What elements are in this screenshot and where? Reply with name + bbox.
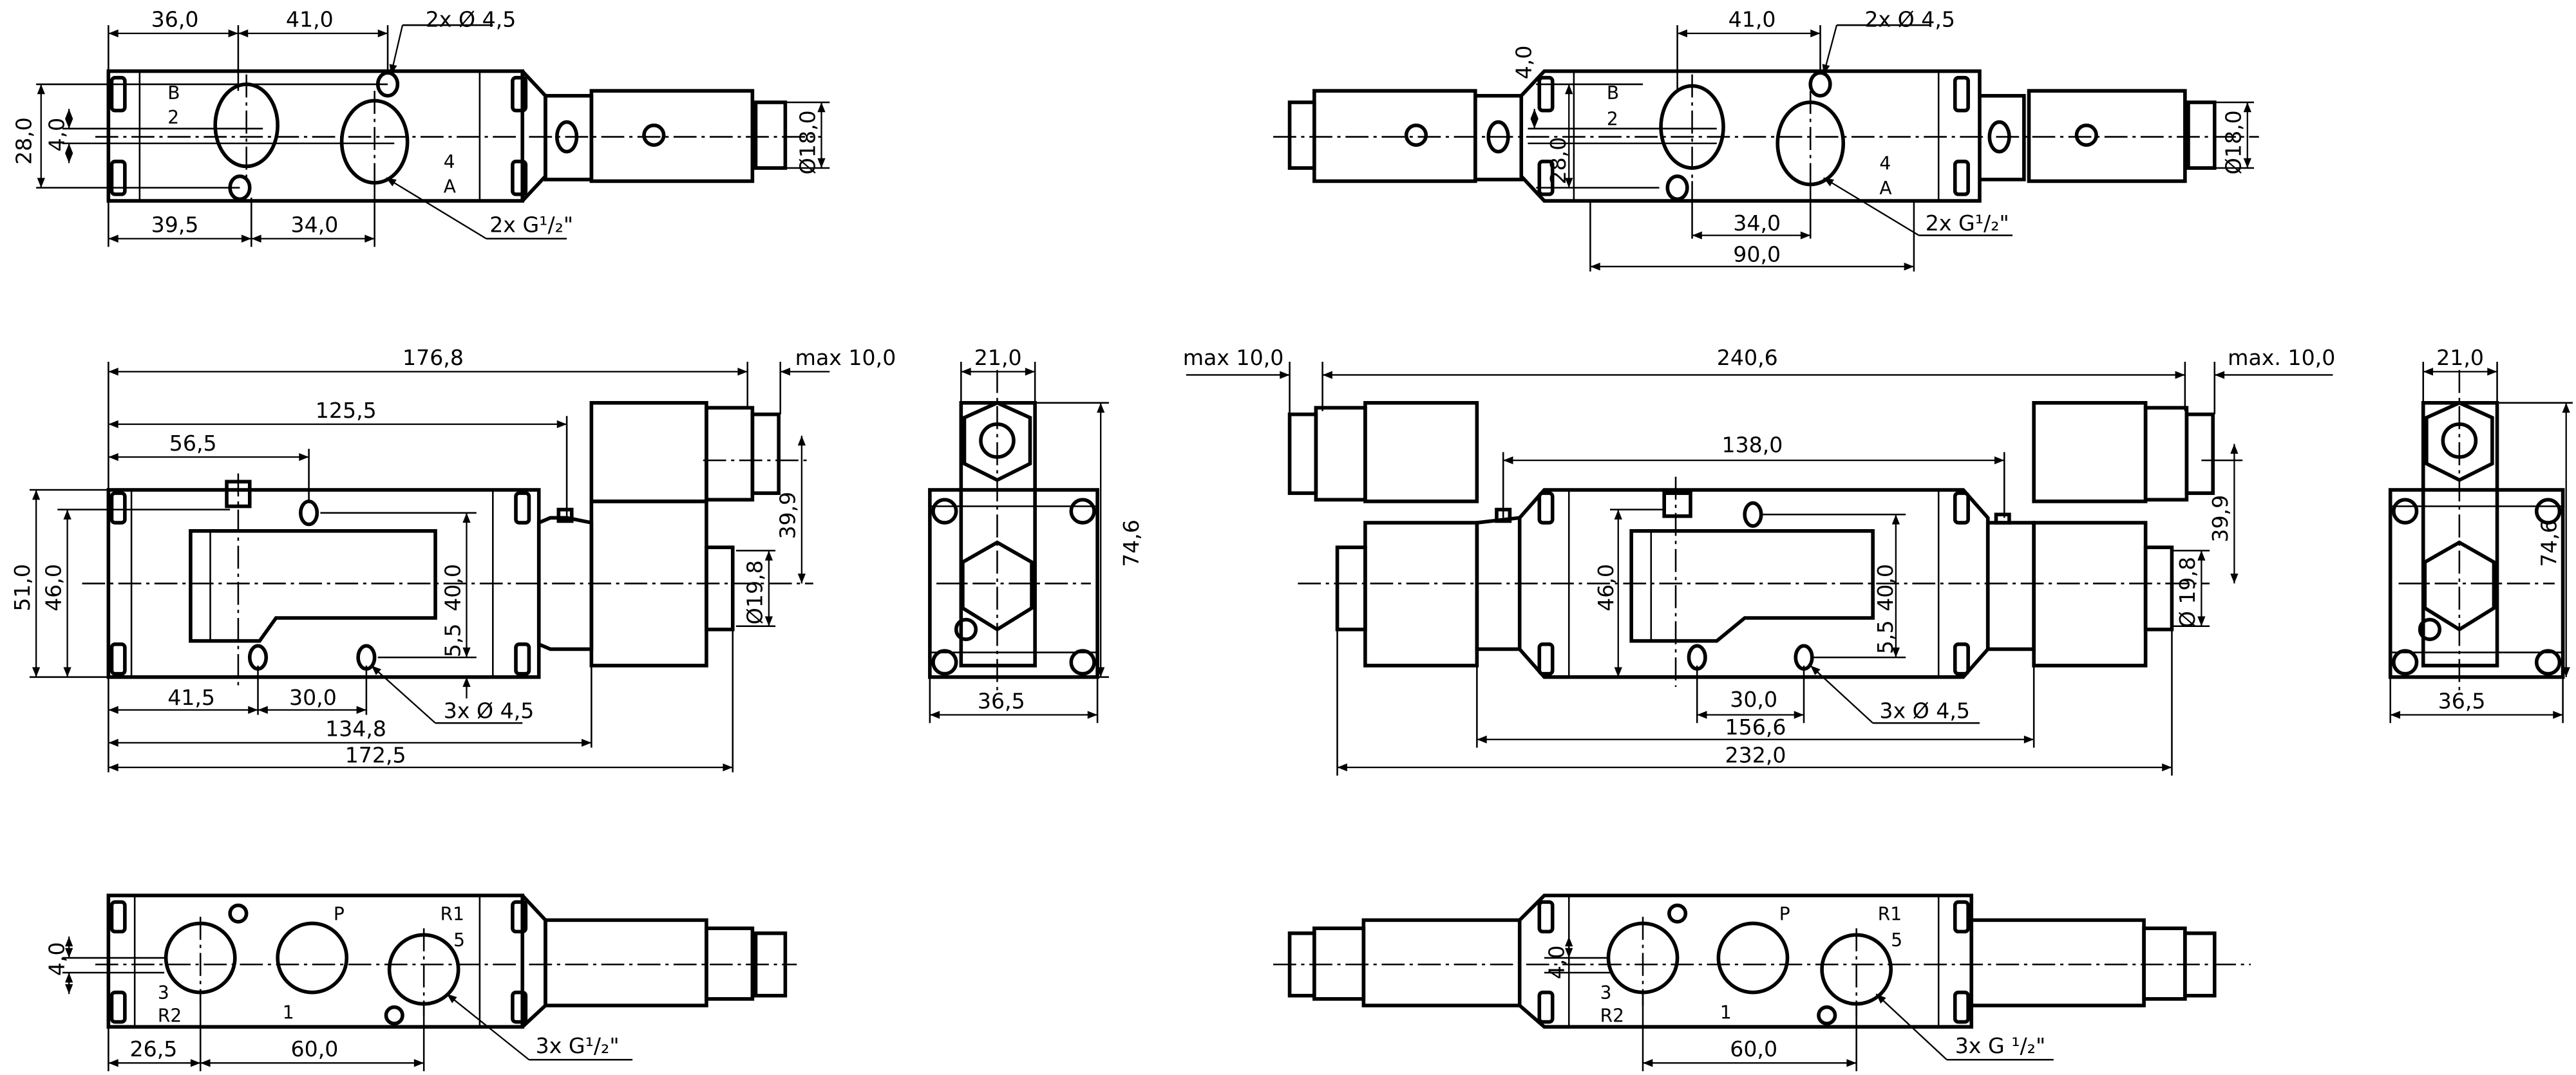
threads-label: 3x G¹/₂" bbox=[536, 1033, 620, 1058]
dim-232: 232,0 bbox=[1725, 742, 1786, 767]
dim-36: 36,0 bbox=[151, 7, 199, 32]
middle-left-view: 176,8 max 10,0 125,5 56,5 51,0 46,0 40,0… bbox=[10, 345, 896, 772]
dia-18: Ø18,0 bbox=[795, 110, 820, 174]
dia-19-8: Ø 19,8 bbox=[2175, 557, 2200, 628]
dim-138: 138,0 bbox=[1721, 432, 1783, 457]
dim-36-5: 36,5 bbox=[978, 688, 1025, 713]
port-b: B bbox=[167, 82, 180, 104]
port-4: 4 bbox=[1879, 153, 1891, 174]
dim-90: 90,0 bbox=[1733, 241, 1781, 266]
dim-41: 41,0 bbox=[1728, 7, 1776, 32]
dim-4: 4,0 bbox=[1511, 46, 1537, 80]
port-4: 4 bbox=[444, 151, 455, 173]
port-1: 1 bbox=[1720, 1002, 1732, 1023]
dim-60: 60,0 bbox=[291, 1036, 339, 1061]
dim-5-5: 5,5 bbox=[1873, 620, 1898, 654]
port-r1: R1 bbox=[440, 903, 464, 924]
dim-34: 34,0 bbox=[1733, 210, 1781, 236]
max-10: max 10,0 bbox=[795, 345, 896, 370]
port-2: 2 bbox=[167, 107, 179, 128]
middle-right-view: max 10,0 240,6 max. 10,0 138,0 46,0 40,0… bbox=[1183, 345, 2335, 776]
dia-19-8: Ø19,8 bbox=[743, 560, 768, 624]
dim-21: 21,0 bbox=[2436, 345, 2484, 370]
dim-41-5: 41,5 bbox=[167, 685, 215, 710]
dim-176-8: 176,8 bbox=[402, 345, 464, 370]
dim-172-5: 172,5 bbox=[345, 742, 406, 767]
dim-39-5: 39,5 bbox=[151, 212, 199, 238]
port-r2: R2 bbox=[1600, 1005, 1624, 1027]
dim-46: 46,0 bbox=[1593, 564, 1618, 612]
dim-74-6: 74,6 bbox=[1119, 519, 1144, 567]
dim-56-5: 56,5 bbox=[169, 431, 217, 456]
dim-4: 4,0 bbox=[44, 118, 69, 152]
dim-40: 40,0 bbox=[1873, 564, 1898, 612]
dim-40: 40,0 bbox=[440, 564, 465, 612]
holes-label: 3x Ø 4,5 bbox=[444, 698, 535, 724]
threads-label: 3x G ¹/₂" bbox=[1955, 1033, 2046, 1058]
holes-label: 2x Ø 4,5 bbox=[1864, 7, 1955, 32]
port-p: P bbox=[1779, 903, 1790, 924]
dim-240-6: 240,6 bbox=[1717, 345, 1778, 370]
dim-134-8: 134,8 bbox=[325, 716, 386, 742]
dim-21: 21,0 bbox=[974, 345, 1022, 370]
port-b: B bbox=[1607, 82, 1619, 104]
port-r1: R1 bbox=[1878, 903, 1902, 924]
port-3: 3 bbox=[158, 982, 169, 1004]
dia-18: Ø18,0 bbox=[2221, 110, 2246, 174]
dim-30: 30,0 bbox=[1730, 687, 1777, 712]
dim-41: 41,0 bbox=[286, 7, 334, 32]
dim-46: 46,0 bbox=[41, 564, 66, 612]
dim-4: 4,0 bbox=[44, 942, 69, 976]
threads-label: 2x G¹/₂" bbox=[1926, 210, 2009, 236]
port-2: 2 bbox=[1607, 109, 1618, 130]
port-a: A bbox=[444, 176, 456, 197]
port-r2: R2 bbox=[158, 1005, 182, 1027]
dim-34: 34,0 bbox=[291, 212, 339, 238]
threads-label: 2x G¹/₂" bbox=[489, 212, 573, 238]
dim-60: 60,0 bbox=[1730, 1036, 1777, 1061]
port-5: 5 bbox=[1891, 930, 1902, 951]
dim-74-6: 74,6 bbox=[2536, 519, 2561, 567]
bottom-left-view: P R1 5 3 R2 1 4,0 26,5 60,0 3x G¹/₂" bbox=[44, 893, 797, 1072]
dim-30: 30,0 bbox=[289, 685, 337, 710]
dim-51: 51,0 bbox=[10, 564, 35, 612]
port-5: 5 bbox=[453, 930, 465, 951]
bottom-right-view: P R1 5 3 R2 1 4,0 60,0 3x G ¹/₂" bbox=[1273, 893, 2251, 1072]
dim-39-9: 39,9 bbox=[2208, 495, 2233, 543]
port-a: A bbox=[1879, 178, 1891, 199]
dim-36-5: 36,5 bbox=[2438, 688, 2486, 713]
holes-label: 2x Ø 4,5 bbox=[426, 7, 516, 32]
middle-right-side-view: 21,0 74,6 36,5 bbox=[2388, 345, 2573, 724]
middle-left-side-view: 21,0 74,6 36,5 bbox=[928, 345, 1144, 724]
max-10-left: max 10,0 bbox=[1183, 345, 1284, 370]
dim-4: 4,0 bbox=[1544, 945, 1569, 979]
dim-28: 28,0 bbox=[1546, 137, 1571, 185]
port-3: 3 bbox=[1600, 982, 1612, 1004]
holes-label: 3x Ø 4,5 bbox=[1879, 698, 1970, 724]
dim-28: 28,0 bbox=[11, 117, 36, 165]
dim-26-5: 26,5 bbox=[130, 1036, 178, 1061]
dim-39-9: 39,9 bbox=[775, 492, 800, 539]
dim-5-5: 5,5 bbox=[440, 623, 465, 657]
dim-156-6: 156,6 bbox=[1725, 715, 1786, 740]
top-right-view: 41,0 2x Ø 4,5 4,0 28,0 B 2 4 A 34,0 2x G… bbox=[1273, 7, 2259, 272]
port-1: 1 bbox=[283, 1002, 294, 1023]
port-p: P bbox=[334, 903, 345, 924]
top-left-view: 36,0 41,0 2x Ø 4,5 28,0 4,0 B 2 4 A 39,5… bbox=[11, 7, 830, 247]
max-10-right: max. 10,0 bbox=[2228, 345, 2335, 370]
dim-125-5: 125,5 bbox=[316, 398, 377, 423]
